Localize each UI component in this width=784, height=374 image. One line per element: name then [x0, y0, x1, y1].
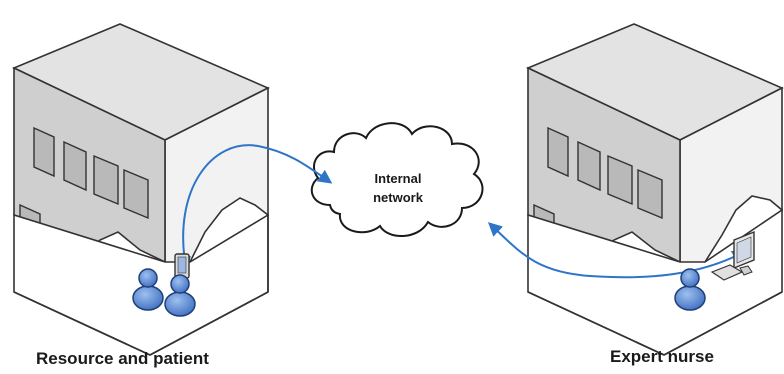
cloud-label-line2: network: [373, 190, 424, 205]
tablet-icon: [174, 253, 190, 279]
cloud-label-line1: Internal: [375, 171, 422, 186]
person-icon: [132, 268, 164, 311]
left-building-windows: [33, 126, 149, 220]
right-building-icon: [526, 23, 784, 356]
person-icon: [164, 274, 196, 317]
right-connection-arrow: [487, 222, 747, 279]
right-building-windows: [547, 126, 663, 220]
left-site-caption: Resource and patient: [36, 349, 209, 368]
monitor-icon: [733, 230, 755, 276]
person-icon: [674, 268, 706, 311]
left-connection-arrow: [177, 144, 333, 271]
right-site-caption: Expert nurse: [610, 347, 714, 366]
keyboard-icon: [710, 264, 744, 281]
cloud-icon: Internal network: [310, 122, 484, 238]
